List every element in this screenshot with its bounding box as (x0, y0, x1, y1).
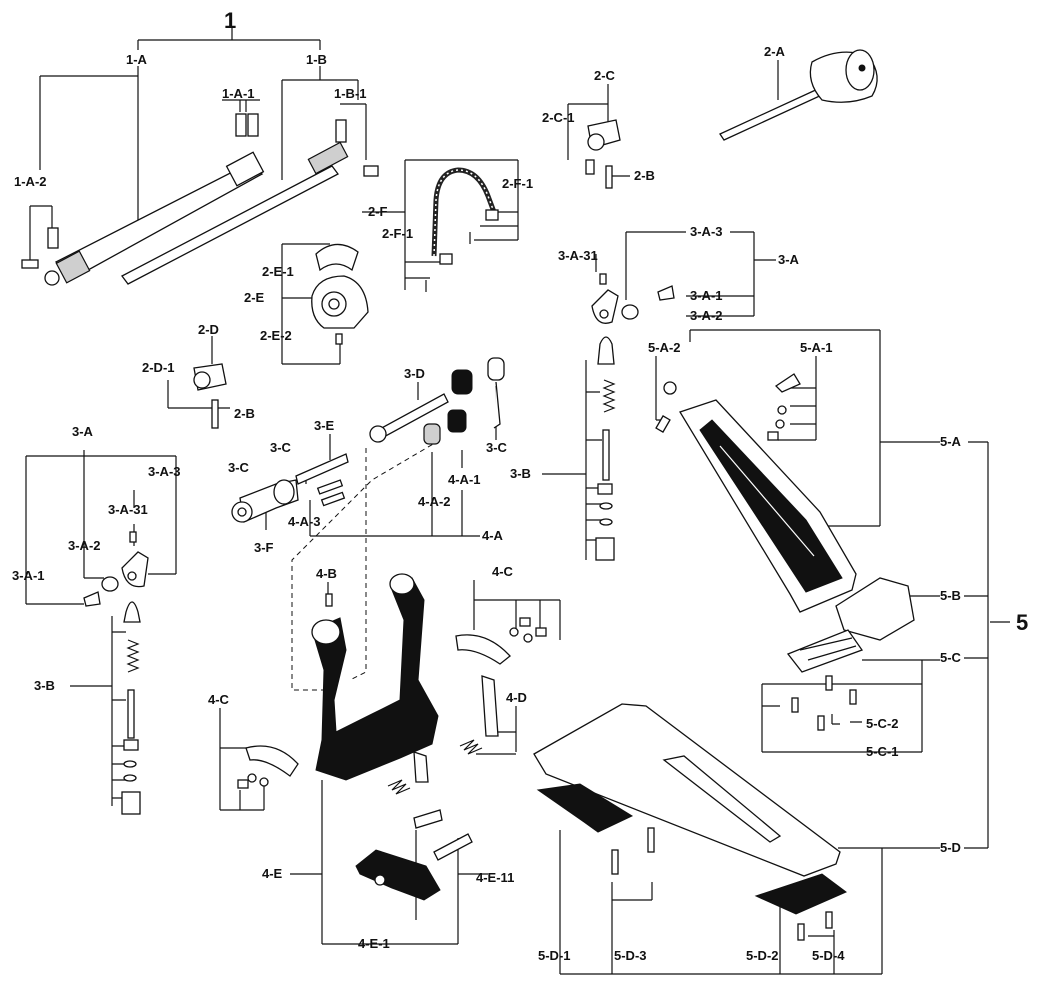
label-3f: 3-F (254, 540, 274, 555)
label-3e: 3-E (314, 418, 335, 433)
label-5d1: 5-D-1 (538, 948, 571, 963)
label-2a: 2-A (764, 44, 786, 59)
label-5c1: 5-C-1 (866, 744, 899, 759)
label-2e1: 2-E-1 (262, 264, 294, 279)
label-2f1-b: 2-F-1 (382, 226, 413, 241)
hub-2c (585, 119, 621, 189)
label-3c-a: 3-C (270, 440, 292, 455)
label-2c: 2-C (594, 68, 616, 83)
label-3a3-left: 3-A-3 (148, 464, 181, 479)
bracket-3a-left (83, 531, 149, 607)
hinge-5c (786, 629, 864, 731)
label-5c2: 5-C-2 (866, 716, 899, 731)
spring-3b-left (121, 601, 141, 815)
drive-shaft-1b (121, 119, 379, 285)
label-4a2: 4-A-2 (418, 494, 451, 509)
label-3a1-left: 3-A-1 (12, 568, 45, 583)
label-2d: 2-D (198, 322, 219, 337)
label-2b-mid: 2-B (234, 406, 255, 421)
label-3d: 3-D (404, 366, 425, 381)
label-5b: 5-B (940, 588, 961, 603)
assembly-dashed-lines (291, 439, 441, 691)
label-4e11: 4-E-11 (476, 870, 514, 885)
beater-2a (719, 49, 878, 141)
chain-2f (425, 167, 499, 292)
clamp-4c-right (455, 617, 547, 665)
label-5d: 5-D (940, 840, 961, 855)
label-4e1: 4-E-1 (358, 936, 390, 951)
label-3a2-top: 3-A-2 (690, 308, 723, 323)
label-4c-right: 4-C (492, 564, 514, 579)
label-4a1: 4-A-1 (448, 472, 481, 487)
drive-shaft-1a (21, 113, 265, 286)
spring-4d (387, 675, 499, 795)
bearing-3c-3f (231, 453, 349, 523)
label-2f1-a: 2-F-1 (502, 176, 533, 191)
bracket-3a-top (591, 273, 675, 324)
label-3c-b: 3-C (228, 460, 250, 475)
label-4d: 4-D (506, 690, 527, 705)
label-3a-top: 3-A (778, 252, 800, 267)
label-5c: 5-C (940, 650, 962, 665)
footboard-5a (655, 373, 857, 613)
label-2e2: 2-E-2 (260, 328, 292, 343)
parts-4e (355, 809, 473, 901)
label-1: 1 (224, 8, 236, 33)
clamp-4c-left (237, 745, 299, 789)
baseplate-5d (533, 703, 847, 941)
label-5d3: 5-D-3 (614, 948, 647, 963)
label-1b: 1-B (306, 52, 327, 67)
label-1a2: 1-A-2 (14, 174, 47, 189)
label-5a1: 5-A-1 (800, 340, 833, 355)
label-5: 5 (1016, 610, 1028, 635)
sprocket-2e (311, 243, 369, 345)
label-5d2: 5-D-2 (746, 948, 779, 963)
label-2d1: 2-D-1 (142, 360, 175, 375)
label-5d4: 5-D-4 (812, 948, 845, 963)
label-3a2-left: 3-A-2 (68, 538, 101, 553)
label-4e: 4-E (262, 866, 283, 881)
label-1a: 1-A (126, 52, 148, 67)
label-3c-right: 3-C (486, 440, 508, 455)
label-2b-top: 2-B (634, 168, 655, 183)
label-3a-left: 3-A (72, 424, 94, 439)
label-2c1: 2-C-1 (542, 110, 575, 125)
label-5a: 5-A (940, 434, 962, 449)
label-3b-mid: 3-B (510, 466, 531, 481)
label-2f: 2-F (368, 204, 388, 219)
label-1b1: 1-B-1 (334, 86, 367, 101)
label-3a1-top: 3-A-1 (690, 288, 723, 303)
axle-3d (369, 357, 505, 445)
label-3a31-top: 3-A-31 (558, 248, 598, 263)
clamp-2d (193, 363, 227, 429)
label-3b-left: 3-B (34, 678, 55, 693)
label-4b: 4-B (316, 566, 337, 581)
label-1a1: 1-A-1 (222, 86, 255, 101)
label-4a3: 4-A-3 (288, 514, 321, 529)
label-2e: 2-E (244, 290, 265, 305)
callout-labels: 1 1-A 1-B 1-A-1 1-B-1 1-A-2 2-A 2-C 2-C-… (12, 8, 1028, 963)
leader-lines (25, 28, 1010, 975)
label-3a3-top: 3-A-3 (690, 224, 723, 239)
label-4c-left: 4-C (208, 692, 230, 707)
label-3a31-left: 3-A-31 (108, 502, 148, 517)
spring-3b-mid (595, 336, 616, 561)
label-5a2: 5-A-2 (648, 340, 681, 355)
frame-4 (311, 573, 439, 781)
heel-5b (835, 577, 915, 641)
label-4a: 4-A (482, 528, 504, 543)
